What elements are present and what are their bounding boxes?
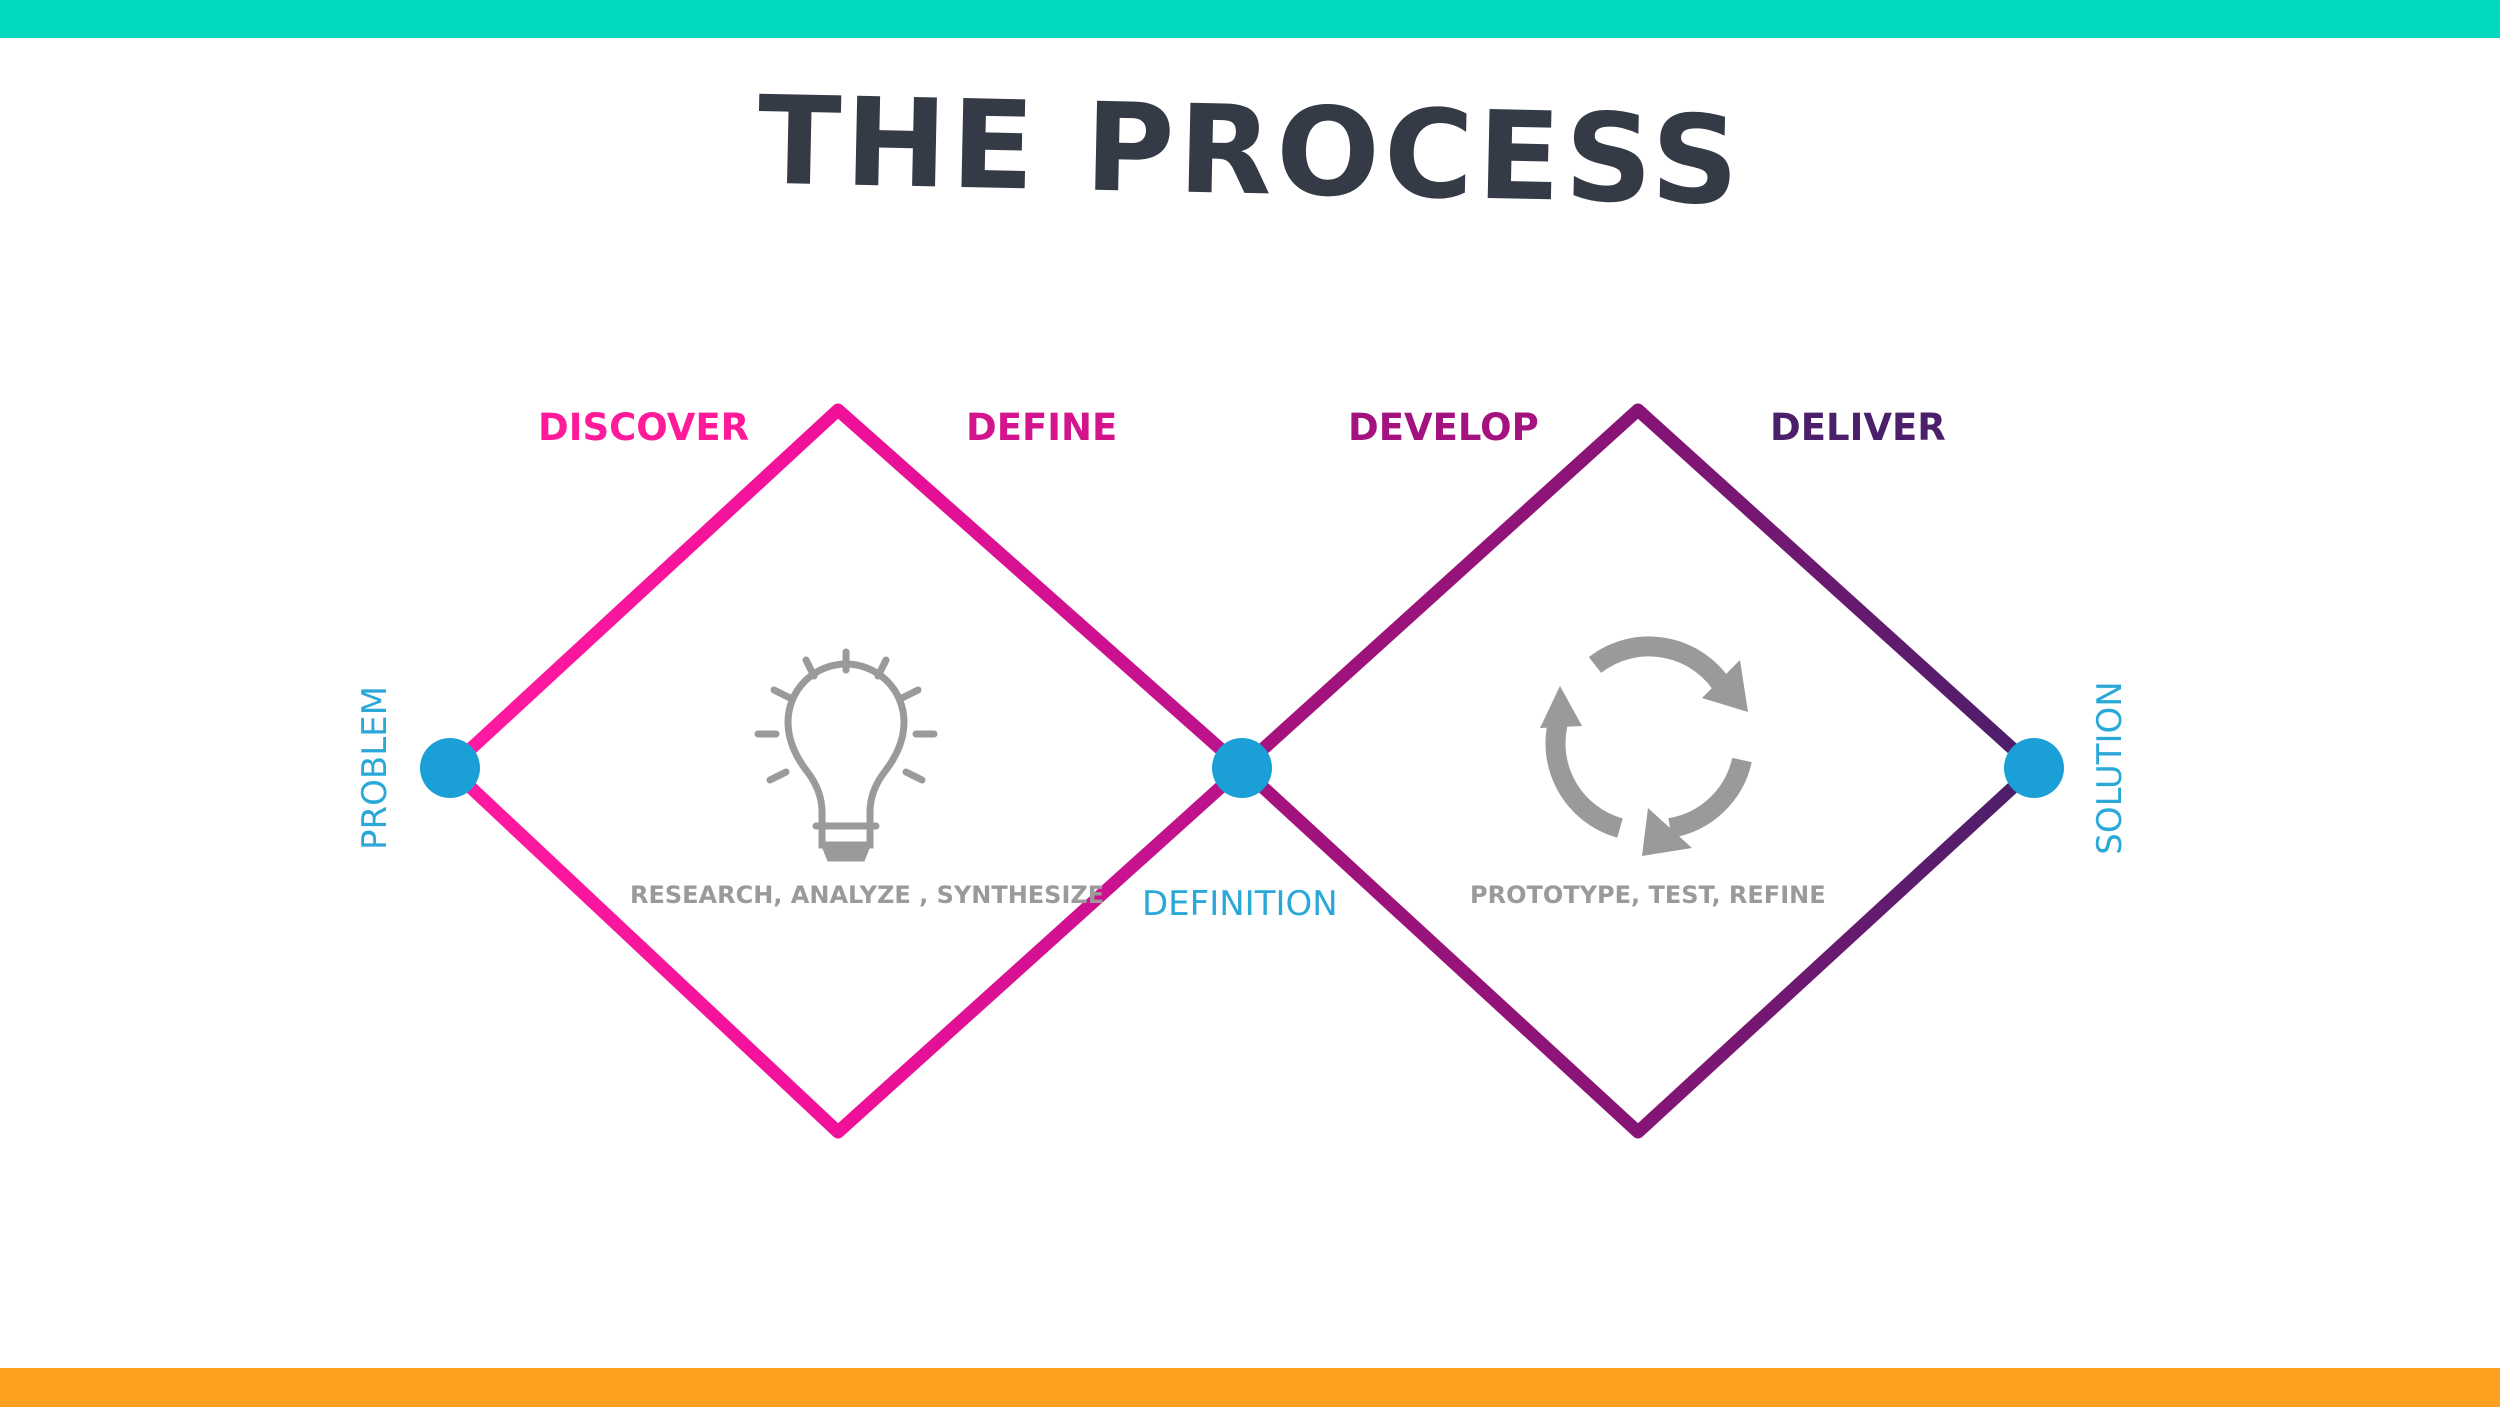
bottom-accent-bar	[0, 1368, 2500, 1407]
problem-label: PROBLEM	[355, 686, 395, 850]
definition-node	[1212, 738, 1272, 798]
top-accent-bar	[0, 0, 2500, 38]
definition-label: DEFINITION	[1142, 884, 1338, 924]
activity-label-first: RESEARCH, ANALYZE , SYNTHESIZE	[630, 881, 1105, 909]
diamond-develop-deliver	[1235, 403, 2041, 1139]
activity-label-second: PROTOTYPE, TEST, REFINE	[1470, 881, 1826, 909]
lightbulb-icon	[754, 648, 938, 862]
refresh-cycle-icon	[1540, 636, 1752, 856]
diamond-discover-define	[443, 403, 1249, 1139]
stage-label-define: DEFINE	[966, 406, 1118, 449]
stage-label-discover: DISCOVER	[538, 406, 750, 449]
solution-node	[2004, 738, 2064, 798]
solution-label: SOLUTION	[2090, 681, 2130, 855]
stage-label-develop: DEVELOP	[1348, 406, 1539, 449]
problem-node	[420, 738, 480, 798]
stage-label-deliver: DELIVER	[1770, 406, 1946, 449]
